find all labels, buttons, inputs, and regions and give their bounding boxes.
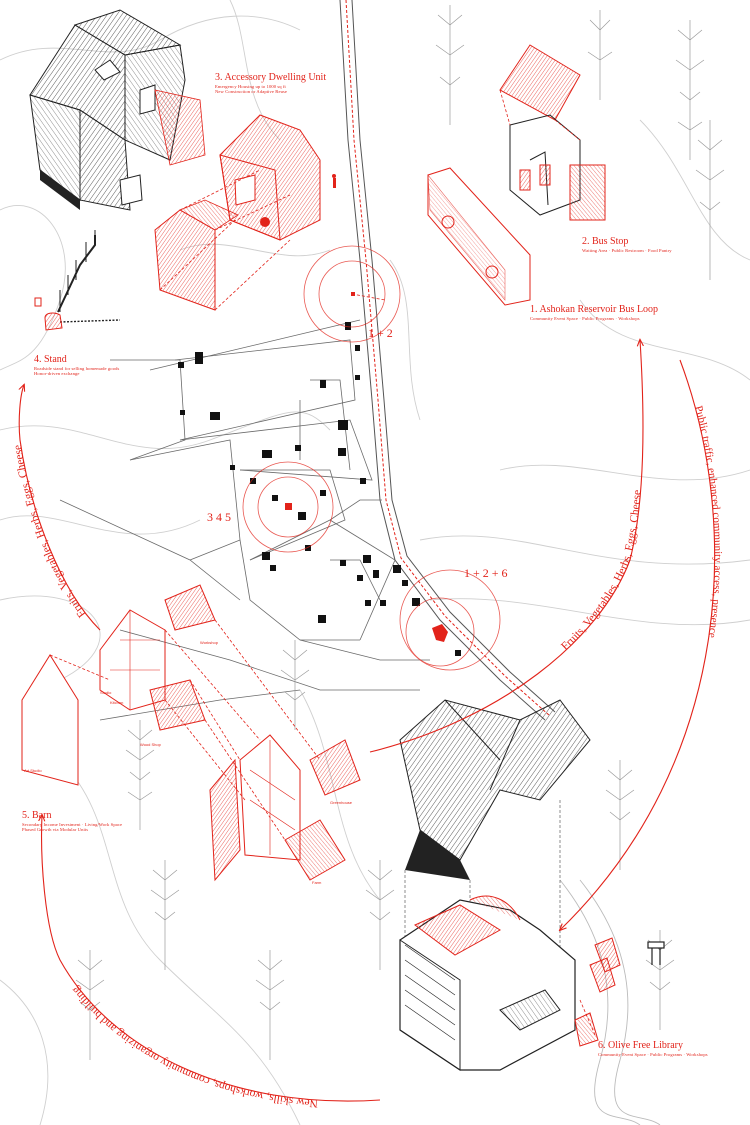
adu-figure (332, 174, 336, 188)
stand-drawing (34, 230, 121, 331)
barn-label-studio: Studio (100, 690, 112, 695)
arc-text-bottom: New skills, workshops, community organiz… (70, 984, 319, 1109)
label-adu: 3. Accessory Dwelling Unit Emergency Hou… (215, 72, 326, 94)
barn-label-greenhouse: Greenhouse (330, 800, 353, 805)
arc-label-mid: Fruits, Vegetables, Herbs, Eggs, Cheese (559, 489, 644, 653)
tree-sketches (75, 5, 725, 1060)
label-bus-stop-sub: Waiting Area · Public Restroom · Food Pa… (582, 247, 672, 253)
arc-label-right: Public traffic, enhanced community acces… (692, 404, 724, 638)
bus-stop-drawing (499, 44, 606, 221)
library-drawing (399, 699, 621, 1071)
barn-label-kitchen: Kitchen (110, 700, 124, 705)
arc-text-right: Public traffic, enhanced community acces… (692, 404, 724, 638)
map-label-1-2-6: 1 + 2 + 6 (464, 566, 508, 580)
label-bus-loop-title: 1. Ashokan Reservoir Bus Loop (530, 304, 659, 315)
label-bus-loop-sub: Community Event Space · Public Programs … (530, 315, 640, 321)
parcel-lines (59, 319, 430, 721)
label-adu-sub2: New Construction or Adaptive Reuse (215, 88, 288, 94)
label-library-sub: Community Event Space · Public Programs … (598, 1051, 708, 1057)
label-adu-title: 3. Accessory Dwelling Unit (215, 72, 327, 83)
arc-label-bottom: New skills, workshops, community organiz… (70, 984, 319, 1109)
flow-arcs (19, 340, 716, 1102)
label-library-title: 6. Olive Free Library (598, 1040, 683, 1051)
sign-post (647, 941, 665, 965)
label-bus-stop: 2. Bus Stop Waiting Area · Public Restro… (582, 236, 672, 253)
label-stand: 4. Stand Roadside stand for selling home… (34, 354, 119, 376)
bus-drawing (427, 167, 531, 306)
map-label-1-2: 1 + 2 (368, 326, 393, 340)
label-library: 6. Olive Free Library Community Event Sp… (598, 1040, 708, 1057)
barn-label-workshop: Workshop (200, 640, 218, 645)
label-bus-stop-title: 2. Bus Stop (582, 236, 629, 247)
label-barn-title: 5. Barn (22, 810, 52, 821)
label-stand-title: 4. Stand (34, 354, 67, 365)
label-adu-sub1: Emergency Housing up to 1000 sq ft (215, 83, 286, 89)
barn-label-wood-shop: Wood Shop (140, 742, 161, 747)
arc-text-mid: Fruits, Vegetables, Herbs, Eggs, Cheese (559, 489, 644, 653)
label-barn-sub1: Secondary Income Investment · Living/Wor… (22, 821, 123, 827)
leader-lines (351, 293, 596, 1036)
barn-drawing (21, 584, 361, 882)
label-barn: 5. Barn Secondary Income Investment · Li… (22, 810, 122, 832)
radius-circles (242, 245, 501, 671)
label-bus-loop: 1. Ashokan Reservoir Bus Loop Community … (530, 304, 658, 321)
barn-label-art-studio: Art Studio (24, 768, 42, 773)
farmhouse-drawing (29, 9, 206, 211)
arc-label-left-top: Fruits, Vegetables, Herbs, Eggs, Cheese (12, 444, 89, 619)
arc-text-left-top: Fruits, Vegetables, Herbs, Eggs, Cheese (12, 444, 89, 619)
barn-label-farm: Farm (312, 880, 322, 885)
adu-drawing (154, 114, 321, 311)
label-stand-sub2: Honor-driven exchange (34, 370, 80, 376)
label-stand-sub1: Roadside stand for selling homemade good… (34, 365, 120, 371)
building-footprints (178, 322, 461, 656)
map-label-3-4-5: 3 4 5 (207, 510, 231, 524)
label-barn-sub2: Phased Growth via Modular Units (22, 826, 89, 832)
